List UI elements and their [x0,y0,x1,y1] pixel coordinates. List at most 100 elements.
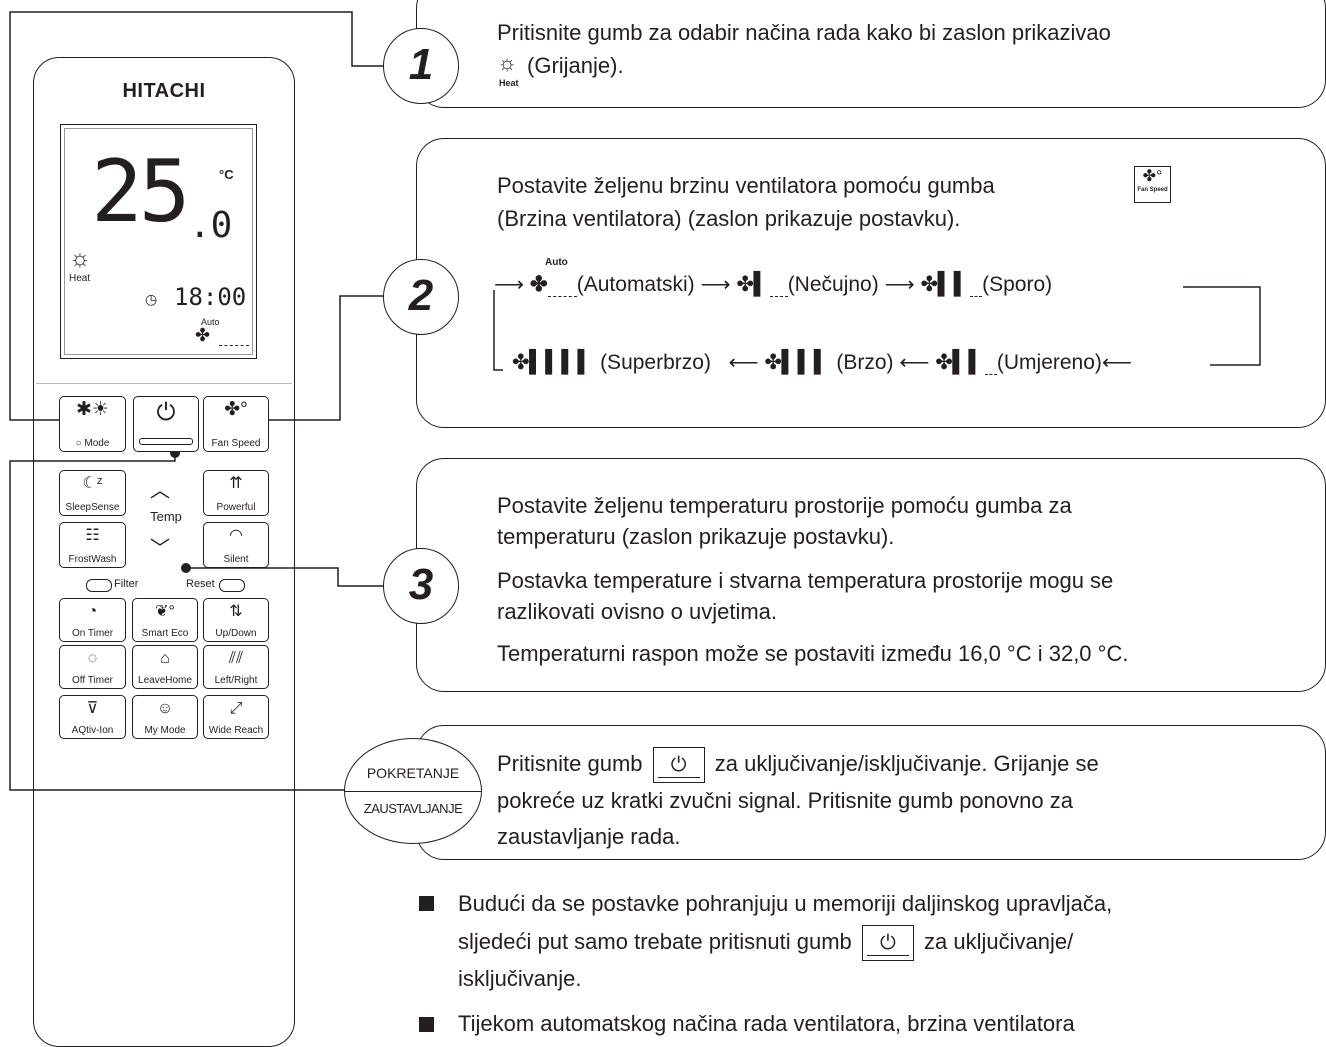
powerful-icon: ⇈ [229,475,243,492]
off-timer-button[interactable]: ◌ Off Timer [59,645,126,689]
display-decimal: .0 [189,205,233,246]
display-unit: °C [219,167,234,182]
start-stop-line3: zaustavljanje rada. [497,824,681,849]
leavehome-icon: ⌂ [160,650,170,667]
speed-silent: (Nečujno) [787,273,879,296]
step3-p1b: temperaturu (zaslon prikazuje postavku). [497,524,895,549]
my-mode-label: My Mode [144,725,186,736]
dash [985,351,997,375]
bars-icon: ▍▍ [952,351,986,374]
note1-l2b: za uključivanje/ [924,928,1074,954]
filter-label: Filter [114,578,139,590]
fan-icon: ✤ [764,351,783,374]
display-clock: 18:00 [174,283,247,311]
display-temperature: 25 [91,142,191,242]
arrow-icon: ⟶ [884,273,915,296]
step1-number: 1 [383,28,459,104]
on-timer-label: On Timer [71,628,114,639]
on-timer-icon: ◔ [87,603,98,620]
on-timer-button[interactable]: ◔ On Timer [59,598,126,642]
filter-button[interactable] [86,579,112,592]
note1-l2a: sljedeći put samo trebate pritisnuti gum… [458,928,852,954]
power-inline-button: ⏻ [652,747,705,783]
step1-line2: (Grijanje). [527,53,624,78]
stop-label: ZAUSTAVLJANJE [363,801,463,816]
power-bar [139,438,193,445]
bars-icon: ▍▍▍ [782,351,831,374]
power-inline-icon: ⏻ [670,754,687,776]
fan-speed-inline-icon: ✤° [1142,168,1163,185]
fan-speed-inline-label: Fan Speed [1137,187,1168,193]
step1-line1: Pritisnite gumb za odabir načina rada ka… [497,20,1111,45]
bars-icon: ▍ [754,273,771,296]
fan-icon: ✤ [529,273,548,296]
start-stop-l1a: Pritisnite gumb [497,750,643,776]
dash [547,273,577,297]
step3-p2: Postavka temperature i stvarna temperatu… [497,568,1114,593]
mode-label: ○ Mode [75,438,110,449]
fan-icon: ✤ [920,273,939,296]
power-inline-button-2: ⏻ [861,925,914,961]
silent-button[interactable]: ◠ Silent [203,522,269,568]
arrow-icon: ⟶ [494,273,525,296]
leavehome-button[interactable]: ⌂ LeaveHome [132,645,198,689]
remote-divider [36,383,292,384]
powerful-button[interactable]: ⇈ Powerful [203,470,269,516]
silent-label: Silent [223,554,249,565]
step3-p1: Postavite željenu temperaturu prostorije… [497,493,1072,518]
power-inline-bar [866,955,909,956]
display-heat-icon: ☼ [69,245,91,272]
step3-p2b: razlikovati ovisno o uvjetima. [497,599,778,624]
temp-up-button[interactable]: ︿ [150,480,170,502]
display-inner [64,128,253,355]
arrow-icon: ⟵ [728,351,759,374]
fan-speed-label: Fan Speed [211,438,261,449]
frostwash-button[interactable]: ☷ FrostWash [59,522,126,568]
sleepsense-button[interactable]: ☾ᶻ SleepSense [59,470,126,516]
my-mode-button[interactable]: ☺ My Mode [132,695,198,739]
up-down-button[interactable]: ⇅ Up/Down [203,598,269,642]
mode-label-text: Mode [84,438,110,449]
frostwash-label: FrostWash [68,554,117,565]
dash [970,273,983,297]
step2-line2: (Brzina ventilatora) (zaslon prikazuje p… [497,206,961,231]
heat-icon-label: Heat [499,78,519,88]
smart-eco-button[interactable]: ❦° Smart Eco [132,598,198,642]
wide-reach-button[interactable]: ⤢ Wide Reach [203,695,269,739]
arrow-icon: ⟶ [700,273,731,296]
heat-icon: ☼ [497,50,518,75]
left-right-button[interactable]: ⫽⫽ Left/Right [203,645,269,689]
start-stop-divider [345,791,481,792]
start-stop-line2: pokreće uz kratki zvučni signal. Pritisn… [497,788,1073,813]
wide-reach-label: Wide Reach [208,725,264,736]
off-timer-icon: ◌ [87,650,98,667]
speed-row-1: ⟶ ✤ (Automatski) ⟶ ✤▍ (Nečujno) ⟶ ✤▍▍ (S… [494,272,1052,297]
fan-speed-button[interactable]: ✤° Fan Speed [203,396,269,452]
leavehome-label: LeaveHome [138,675,192,686]
up-down-label: Up/Down [215,628,257,639]
dash [770,273,788,297]
bars-icon: ▍▍ [938,273,971,296]
mode-button[interactable]: ✱☀ ○ Mode [59,396,126,452]
power-button[interactable]: ⏻ [133,396,199,452]
connector-lines [9,11,1261,791]
aqtiv-ion-button[interactable]: ⊽ AQtiv-Ion [59,695,126,739]
start-stop-circle: POKRETANJE ZAUSTAVLJANJE [344,738,482,844]
power-inline-bar [657,777,700,778]
start-stop-line1: Pritisnite gumb ⏻ za uključivanje/isklju… [497,747,1099,783]
speed-automatic: (Automatski) [576,273,695,296]
fan-icon: ✤° [224,399,248,420]
smart-eco-icon: ❦° [155,603,175,620]
my-mode-icon: ☺ [156,700,174,717]
step3-number: 3 [383,548,459,624]
fan-icon: ✤ [512,351,530,374]
temp-down-button[interactable]: ﹀ [150,538,170,560]
left-right-label: Left/Right [214,675,258,686]
fan-icon: ✤ [935,351,953,374]
start-stop-l1b: za uključivanje/isključivanje. Grijanje … [714,750,1099,776]
reset-button[interactable] [219,579,245,592]
silent-icon: ◠ [229,527,243,544]
aqtiv-ion-label: AQtiv-Ion [71,725,114,736]
fan-speed-inline-button: ✤° Fan Speed [1134,166,1171,203]
wide-reach-icon: ⤢ [229,700,243,717]
